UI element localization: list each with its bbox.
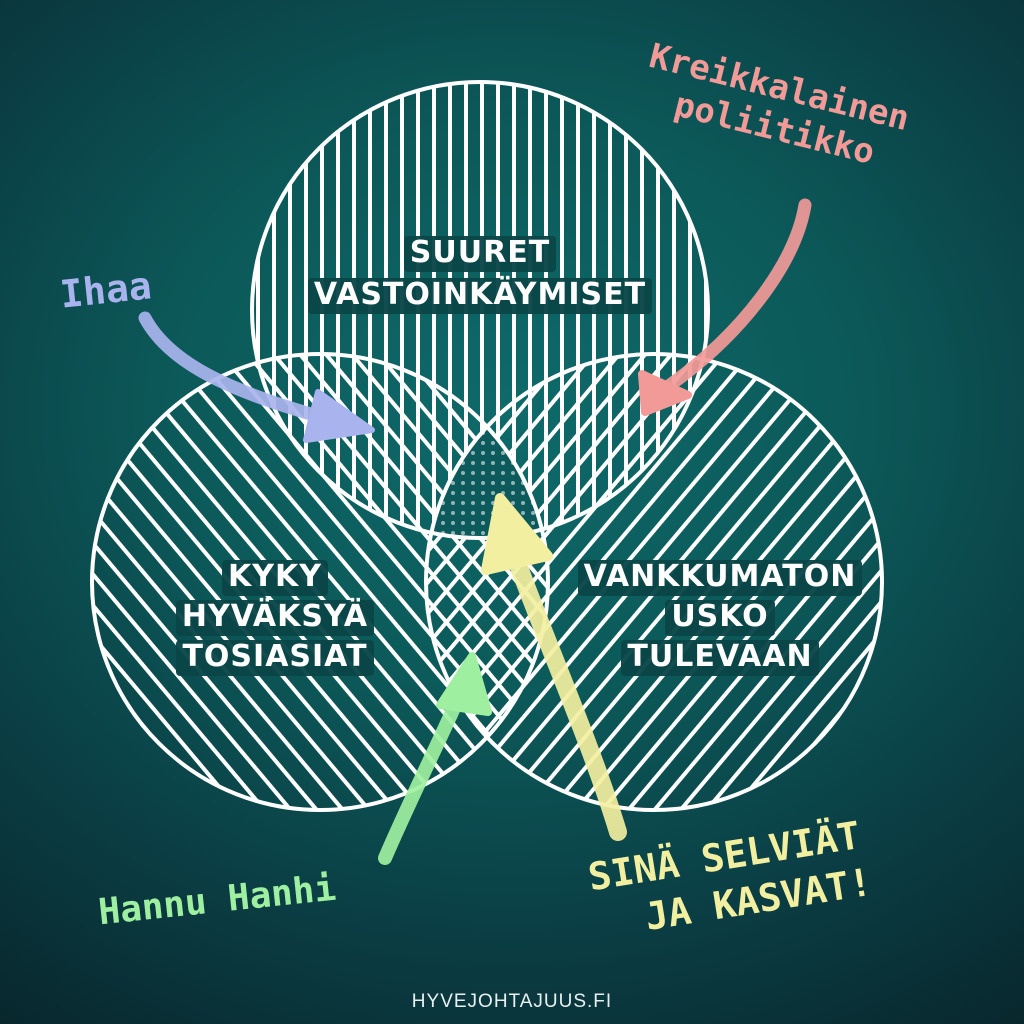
- site-footer: HYVEJOHTAJUUS.FI: [411, 991, 613, 1012]
- arrow-hannu: [378, 652, 492, 865]
- circle-left-outline: [90, 352, 550, 812]
- right-label-line-2: USKO: [665, 600, 775, 636]
- circle-top-outline: [250, 80, 710, 540]
- arrow-politician: [638, 198, 812, 416]
- left-label-line-2: HYVÄKSYÄ: [175, 600, 375, 636]
- top-label-line-1: SUURET: [403, 236, 557, 272]
- left-label-line-1: KYKY: [222, 560, 328, 596]
- top-circle-label: SUURET VASTOINKÄYMISET: [280, 236, 680, 314]
- circle-right-outline: [424, 352, 884, 812]
- left-label-line-3: TOSIASIAT: [176, 640, 374, 676]
- right-label-line-1: VANKKUMATON: [577, 560, 863, 596]
- left-circle-label: KYKY HYVÄKSYÄ TOSIASIAT: [150, 560, 400, 676]
- right-label-line-3: TULEVAAN: [621, 640, 819, 676]
- top-label-line-2: VASTOINKÄYMISET: [307, 278, 653, 314]
- arrow-ihaa: [138, 311, 375, 443]
- right-circle-label: VANKKUMATON USKO TULEVAAN: [555, 560, 885, 676]
- arrow-center: [481, 493, 627, 841]
